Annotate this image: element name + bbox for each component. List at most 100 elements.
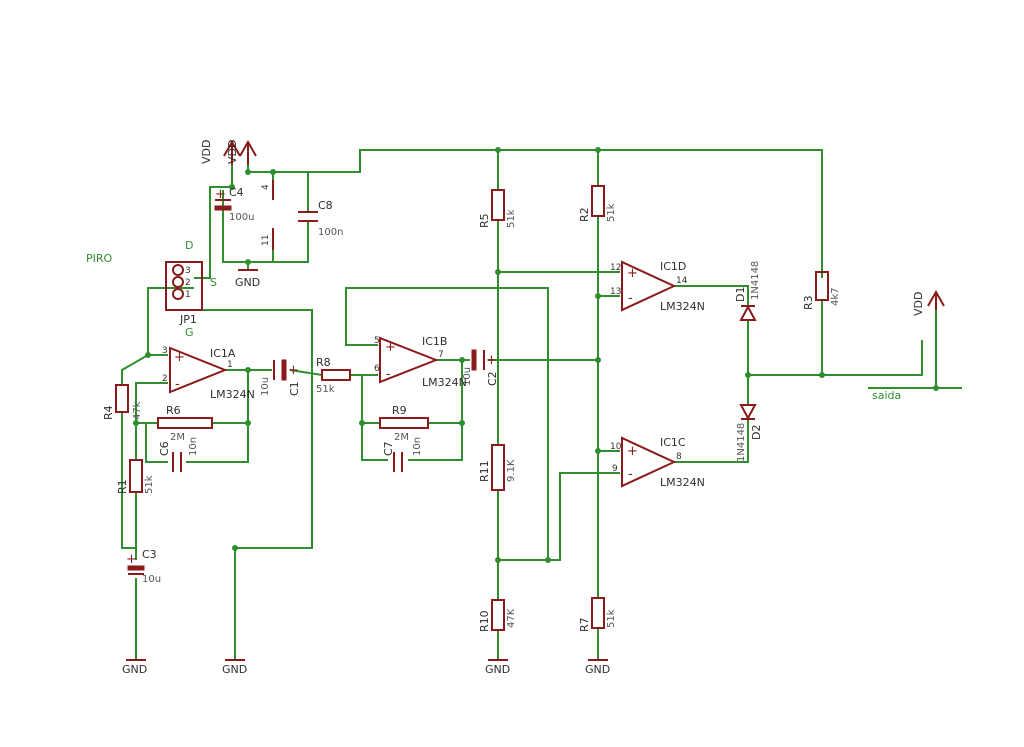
c1-value: 10u [260,377,271,396]
ic1c-out-pin: 8 [676,452,682,462]
capacitor-c1: + 10u C1 [260,359,301,396]
opamp-plus-sign: + [627,266,638,281]
junction-dot [595,147,601,153]
r11-name: R11 [478,460,491,482]
diode-d1: D1 1N4148 [734,261,761,321]
c6-name: C6 [158,441,171,456]
junction-dot [819,372,825,378]
wire-jp1-g [194,309,313,549]
wire-ic1a-minus [135,382,168,460]
wire-mid-node [498,472,620,561]
opamp-ic1c: + - 10 9 8 IC1C LM324N [610,436,705,489]
ic1b-plus-pin: 5 [374,336,380,346]
wire-r4-bot [121,412,136,549]
wire-ic1b-plus [345,287,549,560]
wire-c6 [145,423,168,463]
opamp-plus-sign: + [385,340,396,355]
r8-value: 51k [316,384,335,395]
r2-name: R2 [578,207,591,222]
junction-dot [270,169,276,175]
capacitor-c7: C7 10n [382,437,423,472]
r11-value: 9.1K [506,459,517,482]
gnd-symbol-r7: GND [585,659,610,676]
opamp-plus-sign: + [627,444,638,459]
power-pin-11: 11 [261,235,271,246]
c6-value: 10n [188,437,199,456]
wire-r4-top [121,354,149,385]
junction-dot [245,259,251,265]
junctions [133,147,939,563]
opamp-ic1d: + - 12 13 14 IC1D LM324N [610,260,705,313]
r5-value: 51k [506,209,517,228]
c4-value: 100u [229,212,254,223]
gnd-label: GND [235,276,260,289]
connector-pin-s: S [210,276,217,289]
opamp-ic1a: + - 3 2 1 IC1A LM324N [162,346,255,401]
resistor-r5: R5 51k [478,189,517,228]
junction-dot [545,557,551,563]
junction-dot [459,420,465,426]
r2-value: 51k [606,203,617,222]
junction-dot [133,420,139,426]
junction-dot [229,184,235,190]
vdd-label-2: VDD [226,140,239,164]
ic1b-name: IC1B [422,335,447,348]
junction-dot [745,372,751,378]
junction-dot [245,169,251,175]
wire-saida-out [822,340,923,376]
opamp-plus-sign: + [174,350,185,365]
opamp-ic1b: + - 5 6 7 IC1B LM324N [374,335,467,389]
opamp-minus-sign: - [386,367,391,382]
resistor-r7: R7 51k [578,597,617,632]
r7-name: R7 [578,617,591,632]
r7-value: 51k [606,609,617,628]
wire-ic1d-out [674,285,749,305]
ic1a-name: IC1A [210,347,236,360]
r1-name: R1 [116,479,129,494]
wire-c6-right [186,370,249,463]
connector-title: PIRO [86,252,113,265]
capacitor-c8: C8 100n [298,199,343,238]
polarity-sign: + [126,552,137,567]
opamp-power-pins: 4 11 [261,180,274,250]
ic1d-minus-pin: 13 [610,287,621,297]
resistor-r6: R6 2M [157,404,213,443]
r4-name: R4 [102,405,115,420]
ic1c-plus-pin: 10 [610,442,622,452]
ic1d-plus-pin: 12 [610,263,621,273]
r10-name: R10 [478,610,491,632]
polarity-sign: + [288,363,299,378]
diode-d2: 1N4148 D2 [736,404,763,462]
gnd-symbol-r10: GND [485,659,510,676]
d1-name: D1 [734,287,747,302]
d2-part: 1N4148 [736,423,747,462]
r8-name: R8 [316,356,331,369]
r9-name: R9 [392,404,407,417]
ic1c-part: LM324N [660,476,705,489]
ic1a-minus-pin: 2 [162,374,168,384]
junction-dot [495,269,501,275]
connector-pin-num: 1 [185,290,191,300]
gnd-label: GND [222,663,247,676]
r6-name: R6 [166,404,181,417]
wire-c1-r8 [289,369,323,376]
connector-pin-num: 2 [185,278,191,288]
ic1c-minus-pin: 9 [612,464,618,474]
opamp-minus-sign: - [175,377,180,392]
resistor-r11: R11 9.1K [478,444,517,491]
wires [121,149,962,660]
junction-dot [232,545,238,551]
resistor-r3: R3 4k7 [802,271,841,310]
d2-name: D2 [750,425,763,440]
vdd-symbol-1: VDD [200,140,241,165]
r5-name: R5 [478,213,491,228]
capacitor-c3: + C3 10u [126,548,161,585]
capacitor-c2: + 10u C2 [462,349,499,386]
r4-value: 47k [132,401,143,420]
vdd-symbol-2: VDD [226,140,257,165]
opamp-minus-sign: - [628,467,633,482]
connector-pin-num: 3 [185,266,191,276]
r6-value: 2M [170,432,185,443]
ic1b-minus-pin: 6 [374,364,380,374]
